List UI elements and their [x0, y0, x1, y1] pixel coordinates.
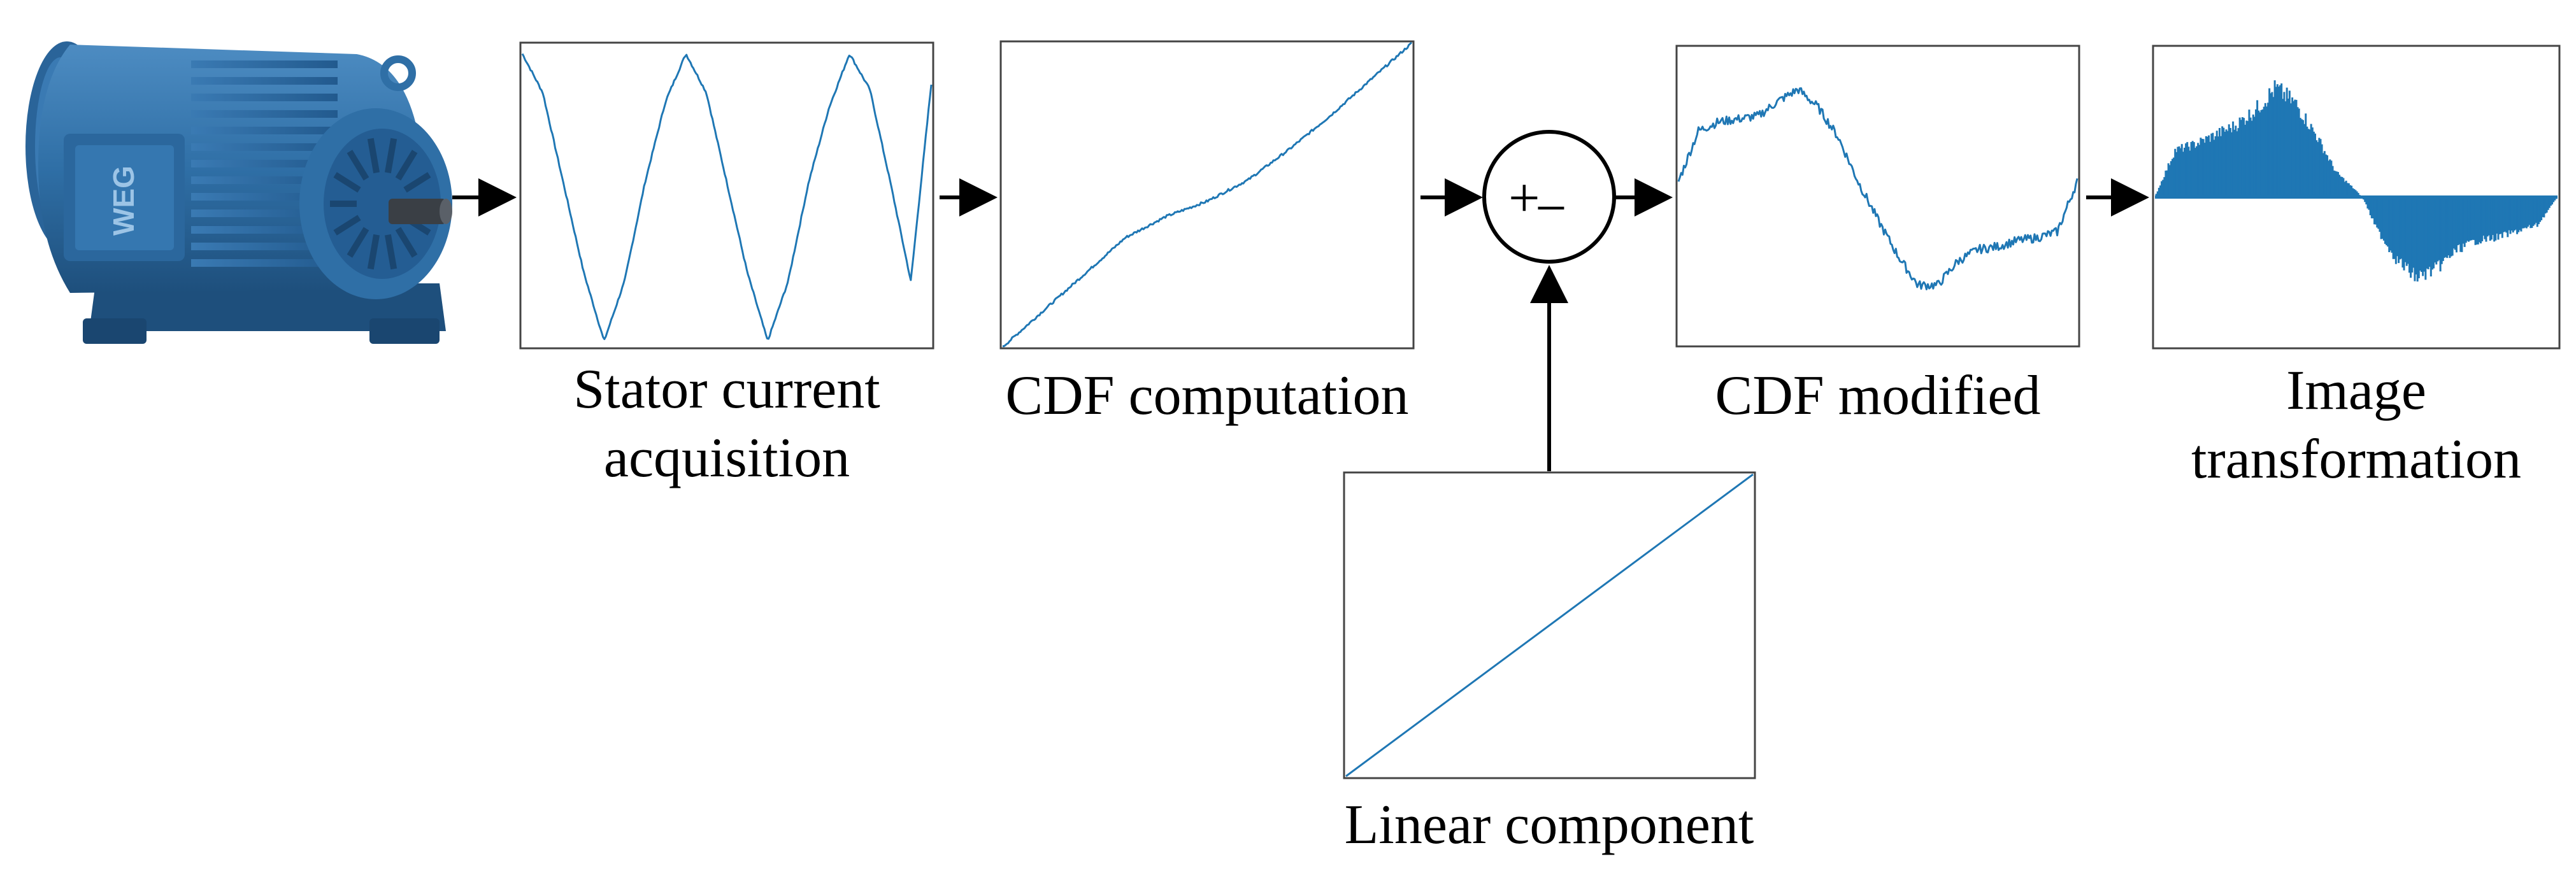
linear-label: Linear component — [1344, 794, 1754, 856]
motor-cooling-fins — [191, 60, 338, 267]
cdf-label: CDF computation — [1005, 365, 1409, 427]
cdf-modified-trace — [1677, 87, 2079, 290]
cooling-fin — [191, 160, 338, 167]
cooling-fin — [191, 143, 338, 151]
motor-vent — [347, 150, 369, 181]
motor-shaft-end — [440, 199, 452, 224]
cdf-modified-label: CDF modified — [1715, 365, 2041, 427]
motor-vent — [367, 138, 380, 174]
electric-motor-icon: WEG — [25, 41, 452, 344]
cooling-fin — [191, 60, 338, 68]
motor-vent — [384, 138, 397, 174]
cooling-fin — [191, 127, 338, 134]
motor-foot-left — [83, 318, 147, 344]
linear-trace — [1345, 473, 1754, 777]
chart-traces — [521, 41, 2558, 777]
stator-current-plot-frame — [519, 41, 934, 350]
summing-minus-sign: − — [1535, 178, 1567, 239]
motor-foot-right — [369, 318, 440, 344]
cooling-fin — [191, 226, 338, 234]
motor-front-inner — [324, 129, 441, 279]
stator-label-line2: acquisition — [603, 427, 850, 489]
stator-label: Stator current acquisition — [520, 355, 933, 493]
stator-label-line1: Stator current — [573, 358, 880, 420]
motor-vent — [395, 150, 418, 181]
cdf-modified-plot-frame — [1675, 45, 2080, 348]
cooling-fin — [191, 243, 338, 250]
image-label-line2: transformation — [2191, 429, 2522, 490]
cdf-trace — [1002, 41, 1413, 348]
motor-vent — [333, 215, 361, 236]
cooling-fin — [191, 77, 338, 85]
image-label-line1: Image — [2286, 360, 2426, 422]
cooling-fin — [191, 110, 338, 118]
motor-logo: WEG — [107, 166, 140, 236]
cooling-fin — [191, 176, 338, 184]
motor-shaft — [389, 199, 446, 224]
motor-vent — [395, 227, 418, 258]
summing-plus-sign: + — [1508, 167, 1540, 229]
motor-vents — [330, 138, 434, 270]
motor-vent — [384, 234, 397, 270]
cdf-plot-frame — [999, 40, 1415, 350]
motor-vent — [333, 172, 361, 193]
terminal-box-cover — [75, 145, 174, 250]
motor-vent — [367, 234, 380, 270]
stator-current-trace — [521, 53, 933, 341]
cooling-fin — [191, 259, 338, 267]
motor-vent — [403, 172, 431, 193]
image-label: Image transformation — [2128, 357, 2576, 494]
summing-junction — [1482, 130, 1616, 264]
cooling-fin — [191, 94, 338, 101]
motor-vent — [347, 227, 369, 258]
lifting-eye — [380, 55, 416, 91]
